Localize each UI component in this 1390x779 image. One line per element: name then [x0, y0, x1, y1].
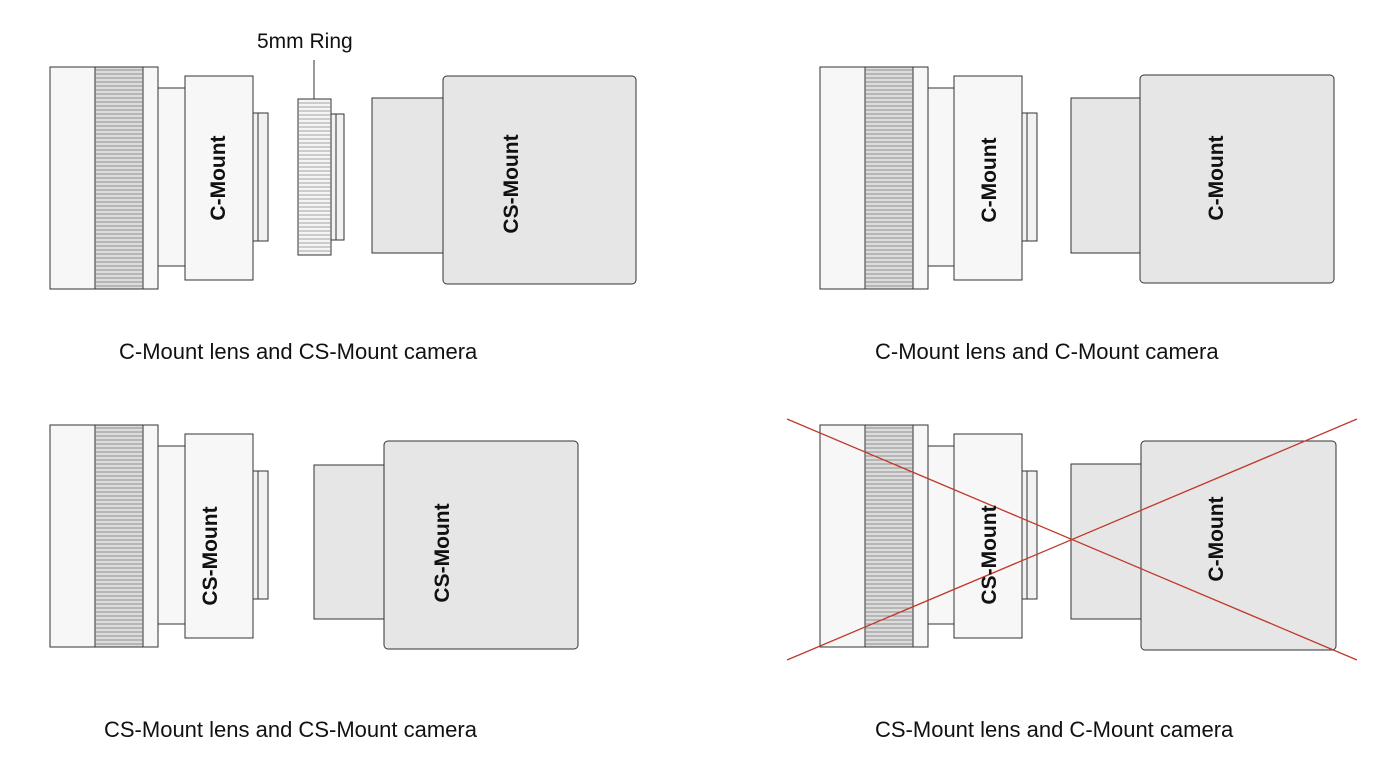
lens-thread — [1021, 112, 1038, 242]
assembly-drawing — [49, 424, 579, 650]
lens-neck — [157, 445, 187, 625]
panel-caption: C-Mount lens and CS-Mount camera — [119, 339, 478, 364]
lens-mount-body — [953, 433, 1023, 639]
camera — [313, 440, 579, 650]
lens-thread — [1021, 470, 1038, 600]
panel-caption: CS-Mount lens and CS-Mount camera — [104, 717, 477, 742]
panel-caption: CS-Mount lens and C-Mount camera — [875, 717, 1234, 742]
camera-mount-collar — [1070, 97, 1142, 254]
spacer-ring — [297, 60, 345, 256]
assembly-drawing — [819, 66, 1335, 290]
panel-caption: C-Mount lens and C-Mount camera — [875, 339, 1219, 364]
lens-mount-label: CS-Mount — [199, 506, 222, 606]
camera-mount-label: CS-Mount — [431, 503, 454, 603]
lens-mount-body — [953, 75, 1023, 281]
ring-body — [297, 98, 332, 256]
panel-c-lens-c-camera: C-Mount C-Mount C-Mount lens and C-Mount… — [695, 0, 1390, 389]
panel-c-lens-cs-camera: 5mm Ring C-Mount CS-Mount C-Mount lens a… — [0, 0, 695, 389]
lens-mount-body — [184, 433, 254, 639]
camera-mount-label: C-Mount — [1205, 496, 1228, 582]
camera-mount-label: CS-Mount — [500, 134, 523, 234]
camera-mount-collar — [1070, 463, 1142, 620]
camera-body — [1139, 74, 1335, 284]
panel-cs-lens-c-camera: CS-Mount C-Mount CS-Mount lens and C-Mou… — [695, 389, 1390, 778]
lens-mount-label: C-Mount — [978, 137, 1001, 223]
camera-body — [383, 440, 579, 650]
lens — [49, 424, 269, 648]
assembly-drawing — [49, 60, 637, 290]
lens — [49, 66, 269, 290]
lens-mount-label: CS-Mount — [978, 505, 1001, 605]
camera — [1070, 74, 1335, 284]
lens-neck — [157, 87, 187, 267]
lens — [819, 424, 1038, 648]
panel-cs-lens-cs-camera: CS-Mount CS-Mount CS-Mount lens and CS-M… — [0, 389, 695, 778]
camera-mount-collar — [313, 464, 386, 620]
ring-thread — [330, 113, 345, 241]
lens-neck — [927, 445, 956, 625]
lens-thread — [252, 470, 269, 600]
assembly-drawing — [786, 418, 1358, 661]
camera-body — [442, 75, 637, 285]
camera-mount-collar — [371, 97, 445, 254]
camera — [371, 75, 637, 285]
cross-line — [786, 418, 1358, 661]
lens-mount-label: C-Mount — [207, 135, 230, 221]
lens-mount-body — [184, 75, 254, 281]
camera-body — [1140, 440, 1337, 651]
lens — [819, 66, 1038, 290]
lens-thread — [252, 112, 269, 242]
camera-mount-label: C-Mount — [1205, 135, 1228, 221]
camera — [1070, 440, 1337, 651]
lens-neck — [927, 87, 956, 267]
incompatible-cross-mark — [786, 418, 1358, 661]
ring-label: 5mm Ring — [257, 30, 353, 53]
